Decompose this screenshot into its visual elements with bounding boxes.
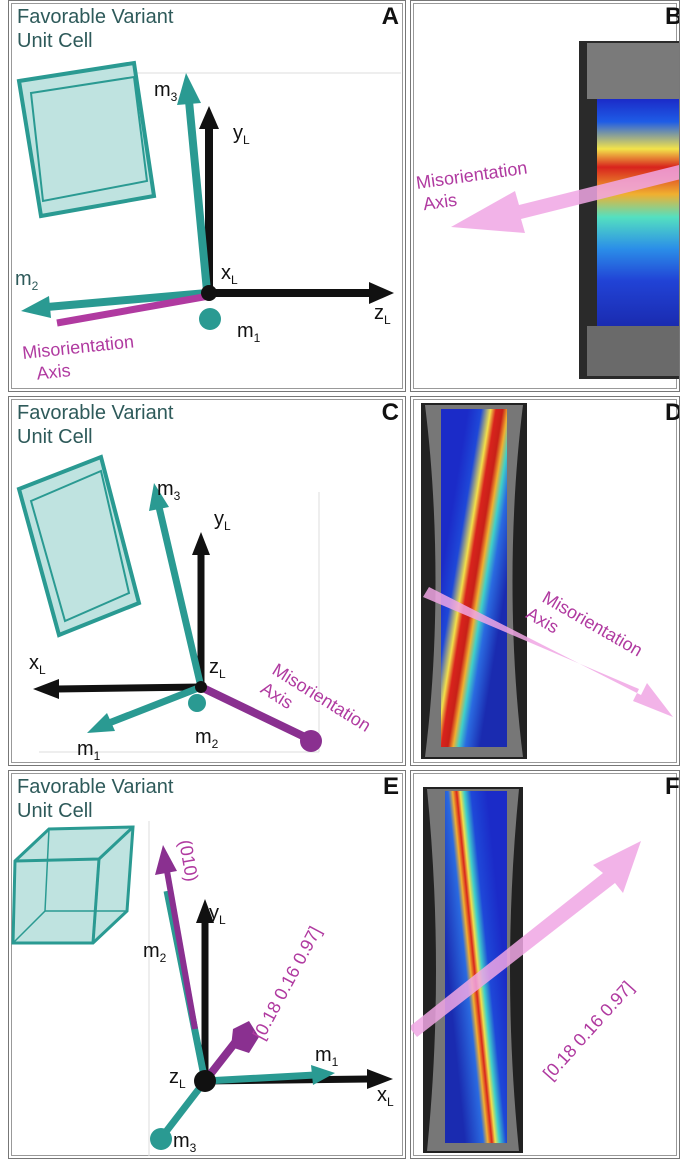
panel-b: B Misorientation Axis	[410, 0, 680, 392]
panel-e-title: Favorable Variant Unit Cell	[17, 776, 174, 822]
unit-cell-icon	[16, 60, 157, 219]
svg-text:xL: xL	[29, 652, 46, 677]
svg-text:m2: m2	[15, 268, 39, 293]
panel-e: Favorable Variant Unit Cell E (010) yL m…	[8, 770, 406, 1159]
panel-f: F [0.18 0.16 0.97]	[410, 770, 680, 1159]
strain-field	[597, 99, 679, 326]
m2-axis	[188, 694, 206, 712]
misorientation-arrow	[451, 165, 679, 233]
unit-cell-icon	[16, 454, 142, 638]
m1-axis	[199, 308, 221, 330]
svg-text:m3: m3	[173, 1130, 197, 1155]
panel-a: Favorable Variant Unit Cell A m3 yL xL z…	[8, 0, 406, 392]
strain-field	[441, 409, 507, 747]
panel-b-letter: B	[665, 3, 679, 31]
svg-text:yL: yL	[214, 508, 231, 533]
svg-text:zL: zL	[209, 656, 226, 681]
panel-a-title: Favorable Variant Unit Cell	[17, 6, 174, 52]
unit-cell-icon	[11, 825, 135, 945]
panel-c-letter: C	[381, 399, 399, 426]
plane-label: (010)	[175, 838, 202, 883]
svg-text:m1: m1	[237, 320, 261, 345]
panel-e-letter: E	[382, 773, 399, 800]
misorientation-arrow	[423, 587, 673, 717]
svg-text:zL: zL	[169, 1066, 186, 1091]
direction-label: [0.18 0.16 0.97]	[249, 923, 325, 1043]
panel-d: D Misorientation Axis	[410, 396, 680, 766]
plane-normal-010	[164, 870, 198, 1030]
svg-text:xL: xL	[377, 1084, 394, 1109]
panel-c: Favorable Variant Unit Cell C m3 yL xL z…	[8, 396, 406, 766]
panel-f-letter: F	[665, 773, 680, 800]
panel-a-letter: A	[381, 3, 399, 30]
panel-f-image: [0.18 0.16 0.97]	[411, 787, 641, 1153]
svg-text:m1: m1	[77, 738, 101, 763]
direction-label: [0.18 0.16 0.97]	[539, 977, 638, 1083]
panel-d-letter: D	[665, 399, 679, 427]
x-lab-axis	[56, 683, 202, 693]
svg-text:m2: m2	[143, 940, 167, 965]
misorientation-axis	[56, 292, 210, 327]
svg-text:zL: zL	[374, 302, 391, 327]
misorientation-axis	[199, 683, 311, 743]
m2-axis	[46, 289, 208, 311]
panel-c-title: Favorable Variant Unit Cell	[17, 402, 174, 448]
m3-axis	[185, 100, 211, 292]
m1-axis	[107, 683, 203, 727]
m1-axis	[204, 1071, 316, 1085]
m3-axis	[155, 506, 205, 688]
svg-text:m2: m2	[195, 726, 219, 751]
misorientation-label: Misorientation Axis	[21, 331, 142, 385]
svg-text:xL: xL	[221, 262, 238, 287]
misorientation-label: Misorientation Axis	[523, 584, 651, 682]
panel-b-image: Misorientation Axis	[415, 41, 679, 379]
origin	[201, 285, 217, 301]
panel-d-image: Misorientation Axis	[421, 403, 673, 759]
panel-e-diagram: (010) yL m2 [0.18 0.16 0.97] zL m1 xL m3	[11, 821, 394, 1156]
svg-text:m3: m3	[154, 79, 178, 104]
origin	[194, 1070, 216, 1092]
direction-arrow	[411, 841, 641, 1037]
svg-text:yL: yL	[233, 122, 250, 147]
panel-a-diagram: m3 yL xL zL m2 m1 Misorientation Axis	[15, 60, 401, 385]
svg-text:m1: m1	[315, 1044, 339, 1069]
panel-c-diagram: m3 yL xL zL m1 m2 Misorientation Axis	[16, 454, 375, 763]
svg-text:yL: yL	[209, 902, 226, 927]
svg-text:m3: m3	[157, 478, 181, 503]
